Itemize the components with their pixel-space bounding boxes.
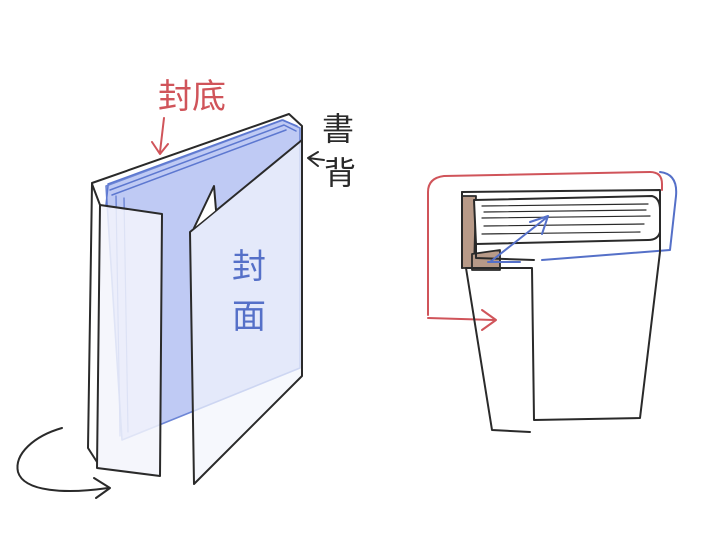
front-cover-panel xyxy=(189,139,303,485)
book-illustration xyxy=(16,113,325,499)
back-cover-arrow xyxy=(151,117,169,155)
back-wrap-red-line xyxy=(427,171,663,316)
spine-label-char-1: 書 xyxy=(322,110,354,148)
back-board-brown-lower xyxy=(471,249,501,271)
jacket-front-flap xyxy=(91,183,163,477)
spine-label-char-2: 背 xyxy=(324,154,356,192)
front-cover-label-char-1: 封 xyxy=(232,247,266,287)
inner-blue-arrow xyxy=(489,215,549,263)
cross-section-illustration xyxy=(427,171,678,433)
back-wrap-red-arrow xyxy=(427,309,497,331)
pages-block xyxy=(473,195,661,245)
rotation-arrow xyxy=(16,427,111,499)
jacket-front-lip xyxy=(475,243,535,261)
front-cover-label-char-2: 面 xyxy=(232,297,266,337)
jacket-inner-flap-line xyxy=(87,183,98,463)
spine-arrow xyxy=(307,151,325,167)
jacket-section-outline xyxy=(461,189,661,433)
jacket-top-edge xyxy=(91,113,303,184)
back-cover-label: 封底 xyxy=(158,77,226,117)
front-wrap-blue-line xyxy=(541,171,678,261)
page-lines xyxy=(481,203,651,235)
jacket-fold-tab xyxy=(193,185,217,229)
